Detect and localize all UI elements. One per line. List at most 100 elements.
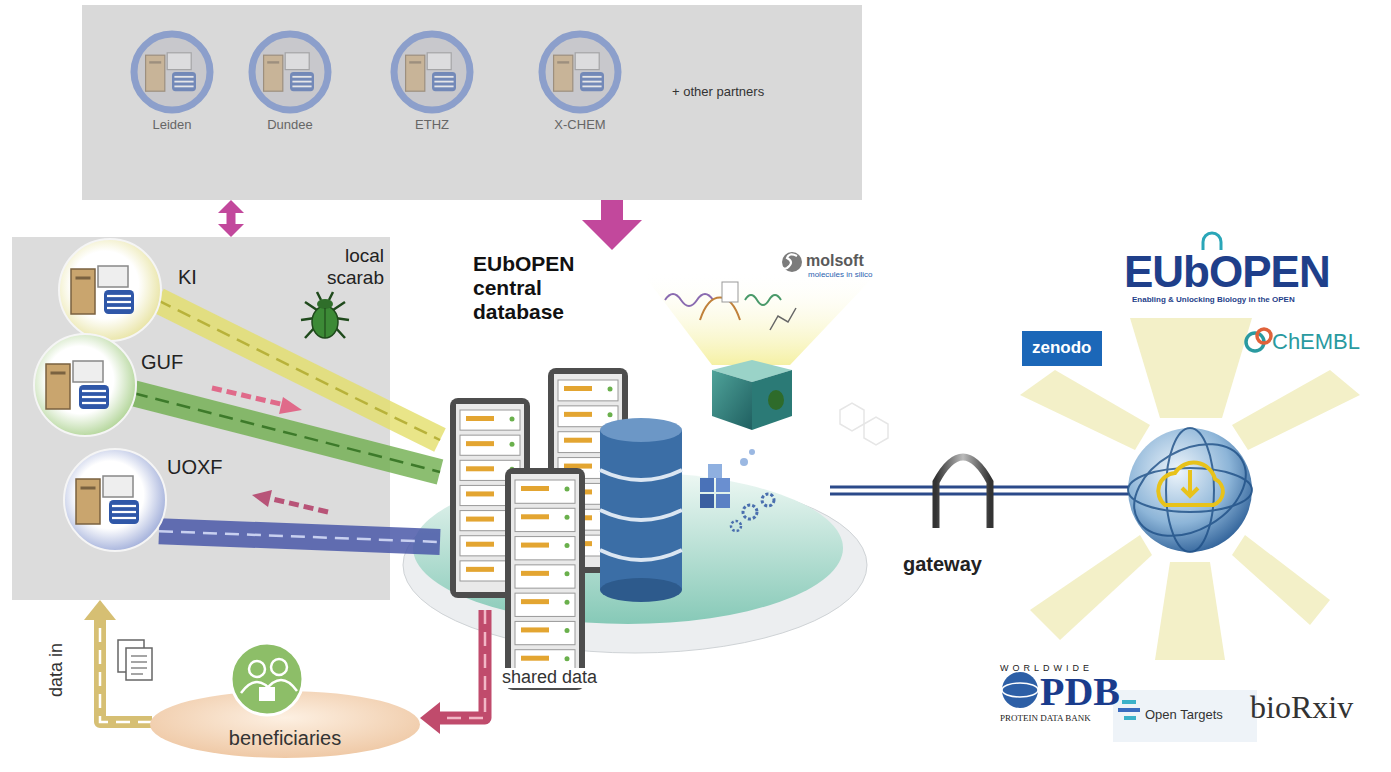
repository-beams: [1020, 318, 1360, 660]
server-rack-part: [515, 621, 575, 644]
gateway-arch: [936, 457, 990, 528]
documents-icon-part: [131, 656, 147, 674]
node-label: + other partners: [672, 85, 842, 100]
ring-shape: [390, 30, 474, 114]
ring-shape-part-part: [434, 81, 453, 83]
server-rack-part: [565, 487, 570, 492]
flow-arrows-part: [252, 490, 272, 507]
chembl-mark: [1246, 329, 1271, 351]
server-rack-part: [515, 480, 575, 503]
server-rack-part: [510, 442, 515, 447]
blocks-and-gears-part: [762, 494, 774, 506]
documents-icon: [118, 640, 152, 680]
chembl-mark-part: [1257, 329, 1271, 343]
people-icon-part: [259, 687, 275, 701]
ring-shape: [248, 30, 332, 114]
band-dashes: [100, 620, 152, 722]
server-rack-part: [564, 438, 592, 443]
repository-beams-part: [1232, 535, 1330, 625]
edge-label: data in: [47, 641, 67, 699]
server-rack: [505, 468, 585, 690]
data-band: [159, 531, 440, 542]
node-label: beneficiaries: [170, 727, 400, 750]
gateway-link-part: [830, 493, 1130, 496]
server-rack-part: [460, 435, 520, 455]
flow-arrows: [212, 388, 328, 512]
repository-beams-part: [1020, 370, 1150, 450]
server-rack-part: [521, 627, 549, 632]
node-label: GUF: [141, 351, 211, 374]
protein-structures-part: [745, 295, 781, 305]
repository-beams-part: [1155, 562, 1225, 660]
site-node: Dundee: [248, 30, 332, 114]
site-node: UOXF: [63, 448, 167, 552]
server-rack-part: [521, 514, 549, 519]
database-cylinder: [600, 418, 682, 602]
bubble-shape-part: [59, 239, 161, 341]
flow-arrows-part: [212, 388, 285, 405]
server-rack-part: [565, 571, 570, 576]
bubble-shape-part: [76, 476, 139, 524]
protein-structures-part: [665, 294, 713, 306]
site-node: GUF: [33, 333, 137, 437]
scarab-beetle-part: [317, 299, 333, 309]
ring-shape-part-part: [174, 81, 193, 83]
logo-text: molsoft: [806, 252, 864, 270]
server-rack-part: [521, 599, 549, 604]
server-rack-part: [466, 491, 494, 496]
bubble-shape-part-part: [82, 396, 106, 398]
logo-text: molecules in silico: [808, 271, 872, 280]
site-node: beneficiaries: [150, 683, 420, 758]
molsoft-logo-mark-part: [781, 254, 797, 268]
server-rack-part: [515, 593, 575, 616]
bubble-shape-part: [64, 449, 166, 551]
bubble-shape-part: [71, 266, 134, 314]
panel-grounds-part: [82, 5, 862, 200]
site-node: X-CHEM: [538, 30, 622, 114]
bubble-shape-part-part: [71, 269, 95, 314]
blocks-and-gears-part: [700, 494, 714, 508]
server-rack-part: [505, 468, 585, 690]
bubble-shape-part-part: [76, 479, 100, 524]
server-rack-part: [564, 464, 592, 469]
people-icon-part: [231, 643, 303, 715]
database-cylinder-part: [600, 578, 682, 602]
blocks-and-gears-part: [743, 505, 757, 519]
data-cube-part: [768, 390, 784, 410]
bubble-shape-part-part: [82, 390, 106, 392]
globe-part: [1182, 470, 1198, 496]
blocks-and-gears-part: [708, 464, 722, 478]
server-rack-part: [564, 386, 592, 391]
ring-shape-part-part: [267, 61, 279, 63]
documents-icon-part: [126, 648, 152, 680]
node-label: Dundee: [230, 118, 350, 133]
panel-node: gateway: [895, 550, 1007, 580]
ring-shape-part: [542, 34, 618, 110]
ring-shape-part-part: [554, 55, 573, 91]
data-cube-part-part: [768, 390, 784, 410]
ring-shape-part-part: [582, 76, 601, 78]
flow-arrows-part: [279, 397, 302, 414]
ring-shape-part-part: [285, 53, 309, 70]
bubble-shape-part-part: [107, 301, 131, 303]
site-node: Leiden: [130, 30, 214, 114]
gateway-link-part: [830, 486, 1130, 489]
bubble-shape-part-part: [79, 385, 109, 409]
site-node: KI: [58, 238, 162, 342]
band-dashes: [158, 300, 440, 440]
data-cube-part: [712, 370, 752, 430]
arrow-connector: [440, 610, 485, 718]
panel-node: local scarabKIGUFUOXF: [12, 237, 390, 600]
arrow-connector: [227, 213, 236, 224]
globe-part: [1158, 463, 1223, 505]
site-node: ETHZ: [390, 30, 474, 114]
ring-shape-part-part: [434, 76, 453, 78]
spray-rays: [640, 270, 880, 365]
people-icon-part: [249, 661, 265, 677]
ring-shape-part-part: [290, 72, 314, 91]
ring-shape-part-part: [146, 55, 165, 91]
logo-text: PDB: [1040, 670, 1120, 714]
server-rack-part: [466, 542, 494, 547]
